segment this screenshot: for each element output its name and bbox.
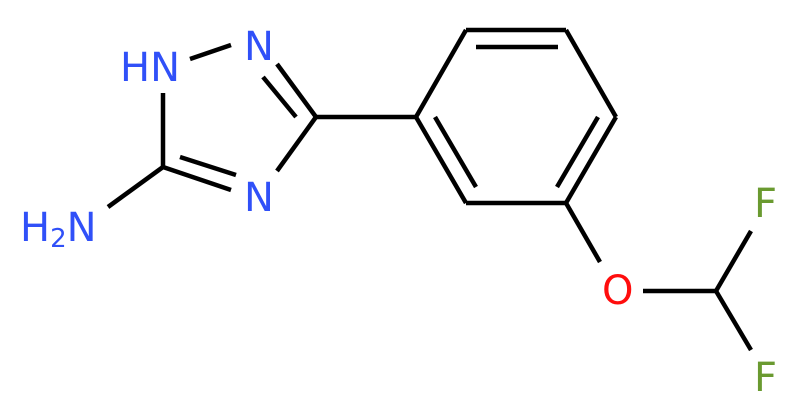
bond-ar1 — [414, 28, 468, 119]
atom-f2: F — [754, 355, 777, 401]
atom-n2: N — [244, 24, 274, 70]
bond-c5-nh2 — [106, 165, 165, 209]
bond-ar3 — [564, 28, 618, 119]
bond-ar-o — [564, 201, 602, 264]
bond-c3-n4 — [275, 115, 318, 173]
bond-n2-c3 — [275, 62, 318, 119]
atom-f1: F — [754, 181, 777, 227]
bond-ar6 — [414, 115, 468, 205]
atom-o: O — [602, 268, 633, 314]
bond-ar6-double — [433, 115, 478, 189]
atom-n4: N — [244, 175, 274, 221]
bond-c-f1 — [714, 229, 753, 293]
bond-c5-n4-double — [179, 154, 237, 178]
bond-n1-n2 — [189, 42, 232, 62]
atom-nh2: H2N — [20, 205, 97, 254]
bond-c5-n4 — [162, 164, 232, 193]
bond-n2-c3-double — [261, 75, 298, 119]
atom-nh: HN — [120, 45, 180, 91]
bond-c-f2 — [714, 289, 753, 352]
bond-ar4-double — [555, 115, 600, 189]
bond-ar4 — [564, 115, 618, 205]
